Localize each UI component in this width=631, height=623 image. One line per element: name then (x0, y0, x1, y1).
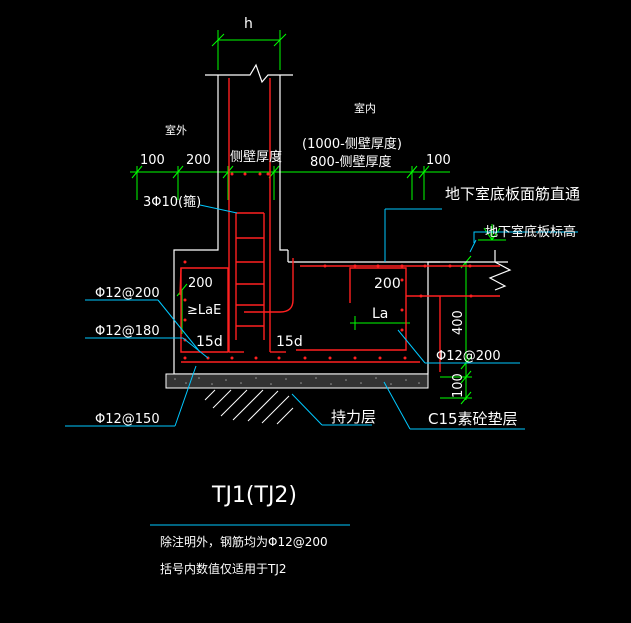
rebar (179, 78, 500, 372)
inside-formula-1: (1000-侧壁厚度) (302, 136, 402, 152)
d15-left-label: 15d (196, 334, 223, 350)
drawing-text: h 室外 室内 (1000-侧壁厚度) 800-侧壁厚度 侧壁厚度 100 20… (95, 16, 580, 576)
note-line-2: 括号内数值仅适用于TJ2 (160, 561, 287, 576)
dim-100-bottom: 100 (451, 373, 466, 398)
bearing-layer-label: 持力层 (331, 408, 376, 426)
phi12-200-right-label: Φ12@200 (436, 349, 501, 364)
inside-formula-2: 800-侧壁厚度 (310, 154, 392, 170)
basement-elevation-label: 地下室底板标高 (485, 224, 576, 240)
phi12-180-label: Φ12@180 (95, 324, 160, 339)
inside-label: 室内 (354, 101, 376, 115)
cushion-hatch (174, 377, 420, 385)
dim-200-inner-left: 200 (188, 276, 213, 291)
wall-thickness-label: 侧壁厚度 (230, 149, 282, 165)
dim-400: 400 (451, 310, 466, 335)
phi12-150-label: Φ12@150 (95, 412, 160, 427)
phi12-200-left-label: Φ12@200 (95, 286, 160, 301)
c15-cushion-label: C15素砼垫层 (428, 410, 518, 428)
dim-200-inner-right: 200 (374, 276, 401, 292)
dim-100-right: 100 (426, 153, 451, 168)
dim-200-left: 200 (186, 153, 211, 168)
lae-label: ≥LaE (187, 303, 221, 318)
la-label: La (372, 306, 388, 322)
dim-100-left: 100 (140, 153, 165, 168)
rebar-3phi10-label: 3Φ10(箍) (143, 194, 201, 210)
earth-hatch (204, 389, 294, 425)
leader-lines (65, 204, 578, 526)
dimension-lines (130, 30, 506, 405)
outside-label: 室外 (165, 123, 187, 137)
d15-right-label: 15d (276, 334, 303, 350)
dim-h: h (244, 16, 253, 32)
drawing-title: TJ1(TJ2) (211, 483, 297, 508)
c15-cushion-layer (165, 373, 429, 389)
rebar-dots (183, 172, 473, 360)
basement-rebar-through-label: 地下室底板面筋直通 (445, 185, 580, 203)
note-line-1: 除注明外，钢筋均为Φ12@200 (160, 534, 328, 549)
